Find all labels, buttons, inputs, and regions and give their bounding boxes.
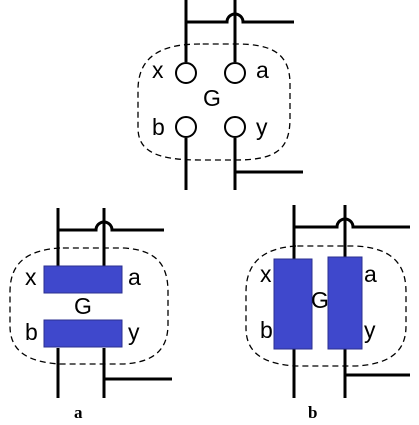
right-label-g: G — [311, 287, 329, 313]
top-terminal-a — [224, 62, 246, 84]
left-label-x: x — [25, 264, 37, 290]
right-label-y: y — [364, 317, 376, 343]
top-component — [137, 0, 303, 190]
left-dashed-enclosure — [9, 247, 169, 365]
right-block-left — [273, 258, 313, 350]
top-terminal-y — [224, 116, 246, 138]
caption-b: b — [308, 403, 317, 422]
left-component — [9, 208, 172, 398]
top-wire-hop — [186, 12, 294, 24]
top-terminal-b — [175, 116, 197, 138]
left-label-b: b — [25, 319, 38, 345]
right-label-a: a — [364, 261, 377, 287]
top-label-x: x — [152, 57, 164, 83]
caption-a: a — [74, 403, 83, 422]
top-label-a: a — [256, 57, 269, 83]
left-block-upper — [43, 265, 123, 294]
top-label-b: b — [152, 114, 165, 140]
left-wire-hop — [58, 220, 164, 232]
right-component — [245, 205, 410, 398]
left-label-a: a — [128, 264, 141, 290]
right-label-x: x — [260, 261, 272, 287]
top-dashed-enclosure — [137, 43, 291, 161]
top-label-g: G — [203, 85, 221, 111]
right-wire-hop — [294, 217, 410, 229]
top-terminal-x — [175, 62, 197, 84]
right-label-b: b — [260, 317, 273, 343]
right-block-right — [327, 256, 363, 350]
left-label-y: y — [128, 319, 140, 345]
left-block-lower — [43, 319, 123, 348]
right-dashed-enclosure — [245, 245, 407, 367]
top-label-y: y — [256, 114, 268, 140]
left-label-g: G — [74, 293, 92, 319]
